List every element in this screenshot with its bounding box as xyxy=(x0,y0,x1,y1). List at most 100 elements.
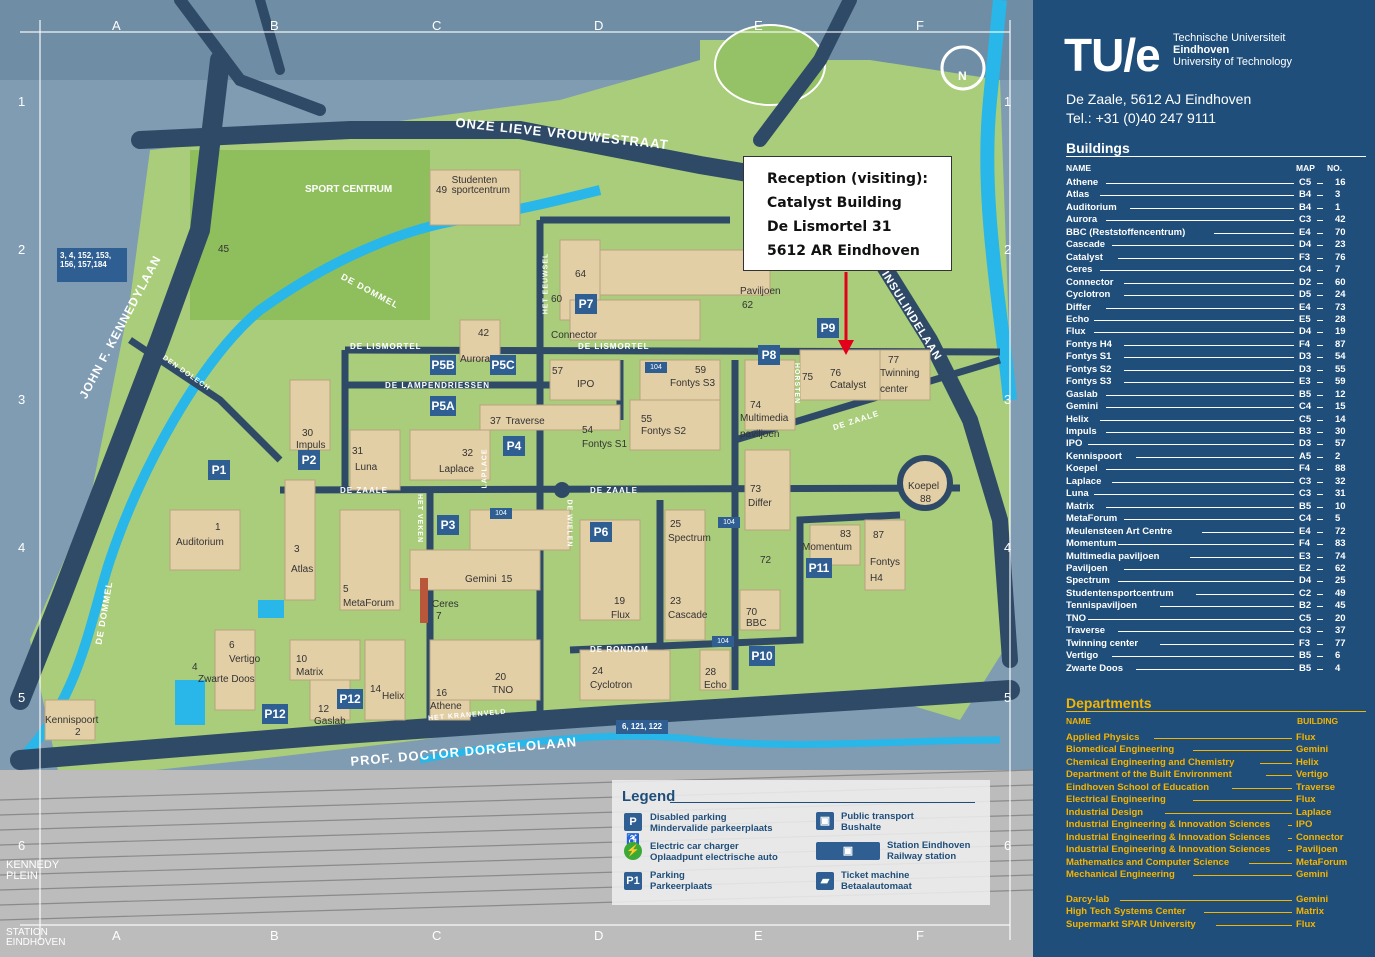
building-label[interactable]: BBC xyxy=(746,618,767,629)
building-label[interactable]: 6 xyxy=(229,640,235,651)
building-label[interactable]: 20 xyxy=(495,672,507,683)
building-label[interactable]: IPO xyxy=(577,379,595,390)
building-label[interactable]: 59 xyxy=(695,365,707,376)
building-label[interactable]: 25 xyxy=(670,519,682,530)
parking-p5b[interactable]: P5B xyxy=(430,355,456,375)
parking-p12[interactable]: P12 xyxy=(262,704,288,724)
building-label[interactable]: Ceres xyxy=(432,599,459,610)
parking-p2[interactable]: P2 xyxy=(298,450,320,470)
building-label[interactable]: 16 xyxy=(436,688,448,699)
building-label[interactable]: 73 xyxy=(750,484,762,495)
building-label[interactable]: 14 xyxy=(370,684,382,695)
building-label[interactable]: Auditorium xyxy=(176,537,224,548)
building-label[interactable]: Fontys S3 xyxy=(670,378,716,389)
building-label[interactable]: Koepel xyxy=(908,481,940,492)
parking-p11[interactable]: P11 xyxy=(806,558,832,578)
building-label[interactable]: MetaForum xyxy=(343,598,395,609)
building-label[interactable]: Matrix xyxy=(296,667,324,678)
building-label[interactable]: 74 xyxy=(750,400,762,411)
building-label[interactable]: 70 xyxy=(746,607,758,618)
building-label[interactable]: Vertigo xyxy=(229,654,261,665)
parking-p5c[interactable]: P5C xyxy=(490,355,516,375)
building-label[interactable]: 45 xyxy=(218,244,230,255)
building-label[interactable]: 88 xyxy=(920,494,932,505)
building-label[interactable]: 83 xyxy=(840,529,852,540)
building-label[interactable]: 77 xyxy=(888,355,900,366)
building-label[interactable]: Cascade xyxy=(668,610,708,621)
campus-map[interactable]: A B C D E F A B C D E F 1 2 3 4 5 6 1 2 … xyxy=(0,0,1033,957)
building-label[interactable]: 75 xyxy=(802,372,814,383)
bus-stop-104[interactable]: 104 xyxy=(718,517,740,528)
building-label[interactable]: Cyclotron xyxy=(590,680,633,691)
building-label[interactable]: 42 xyxy=(478,328,490,339)
building-label[interactable]: Catalyst xyxy=(830,380,867,391)
parking-p6[interactable]: P6 xyxy=(590,522,612,542)
building-label[interactable]: 23 xyxy=(670,596,682,607)
bus-stop-104[interactable]: 104 xyxy=(490,508,512,519)
building-label[interactable]: Twinning center xyxy=(880,368,920,395)
building-label[interactable]: 49 Studenten sportcentrum xyxy=(436,175,510,196)
building-label[interactable]: Paviljoen xyxy=(740,286,781,297)
building-label[interactable]: 87 xyxy=(873,530,885,541)
building-label[interactable]: Echo xyxy=(704,680,727,691)
building-label[interactable]: Fontys H4 xyxy=(870,557,901,584)
building-label[interactable]: Fontys S1 xyxy=(582,439,628,450)
building-label[interactable]: 57 xyxy=(552,366,564,377)
bus-stop-dorgelolaan[interactable]: 6, 121, 122 xyxy=(616,720,668,734)
building-label[interactable]: 62 xyxy=(742,300,754,311)
building-label[interactable]: 1 xyxy=(215,522,221,533)
building-label[interactable]: 30 xyxy=(302,428,314,439)
building-label[interactable]: 76 xyxy=(830,368,842,379)
parking-p9[interactable]: P9 xyxy=(817,318,839,338)
department-row[interactable]: Industrial Engineering & Innovation Scie… xyxy=(1066,819,1366,831)
building-label[interactable]: 32 xyxy=(462,448,474,459)
building-label[interactable]: 72 xyxy=(760,555,772,566)
parking-p7[interactable]: P7 xyxy=(575,294,597,314)
building-label[interactable]: 5 xyxy=(343,584,349,595)
building-label[interactable]: 54 xyxy=(582,425,594,436)
building-label[interactable]: 60 xyxy=(551,294,563,305)
building-label[interactable]: Helix xyxy=(382,691,405,702)
bus-stop-104[interactable]: 104 xyxy=(712,636,734,647)
building-label[interactable]: Connector xyxy=(551,330,598,341)
building-label[interactable]: 31 xyxy=(352,446,364,457)
bus-stop-104[interactable]: 104 xyxy=(645,362,667,373)
building-label[interactable]: 55 xyxy=(641,414,653,425)
building-label[interactable]: 19 xyxy=(614,596,626,607)
